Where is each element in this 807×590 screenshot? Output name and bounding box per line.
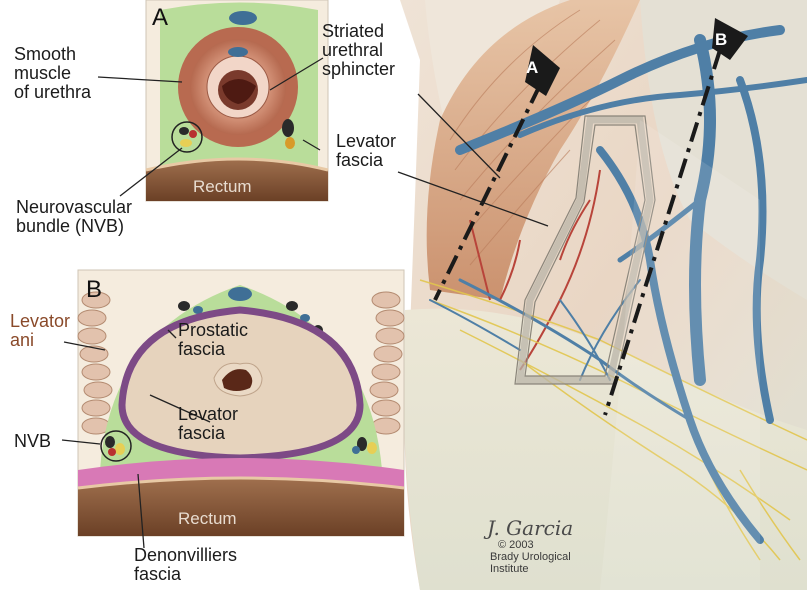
label-smooth-muscle: Smooth muscle of urethra (14, 45, 91, 102)
label-prostatic-fascia: Prostatic fascia (178, 321, 248, 359)
section-b-marker: B (715, 30, 727, 50)
label-rectum-a: Rectum (193, 177, 252, 197)
artist-signature: J. Garcia (487, 516, 573, 540)
label-rectum-b: Rectum (178, 509, 237, 529)
label-nvb-a: Neurovascular bundle (NVB) (16, 198, 132, 236)
main-surgical-view (400, 0, 807, 590)
panel-b-letter: B (86, 276, 102, 304)
label-levator-fascia-a: Levator fascia (336, 132, 396, 170)
institution-line1: Brady Urological (490, 552, 571, 563)
panel-a-cross-section (98, 0, 328, 201)
label-striated-sphincter: Striated urethral sphincter (322, 22, 395, 79)
label-nvb-b: NVB (14, 432, 51, 451)
label-denonvilliers: Denonvilliers fascia (134, 546, 237, 584)
panel-a-letter: A (152, 4, 168, 32)
label-levator-ani: Levator ani (10, 312, 70, 350)
copyright-text: © 2003 (498, 540, 534, 551)
label-levator-fascia-b: Levator fascia (178, 405, 238, 443)
institution-line2: Institute (490, 564, 529, 575)
section-a-marker: A (526, 58, 538, 78)
